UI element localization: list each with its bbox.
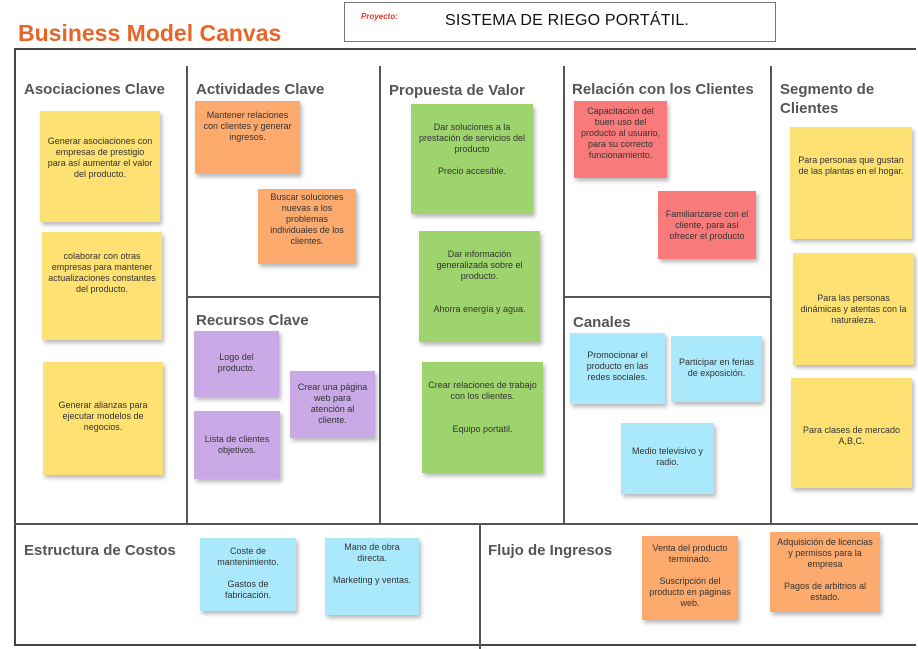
divider: [186, 66, 188, 524]
divider: [564, 296, 771, 298]
project-box: Proyecto: SISTEMA DE RIEGO PORTÁTIL.: [344, 2, 776, 42]
sticky-note: Medio televisivo y radio.: [621, 423, 714, 494]
sticky-note: Generar asociaciones con empresas de pre…: [40, 111, 160, 222]
divider: [14, 523, 918, 525]
section-title-propuesta: Propuesta de Valor: [389, 82, 525, 99]
section-title-relacion: Relación con los Clientes: [572, 81, 754, 98]
sticky-note: Dar información generalizada sobre el pr…: [419, 231, 540, 342]
divider: [479, 524, 481, 649]
sticky-note: Coste de mantenimiento. Gastos de fabric…: [200, 538, 296, 611]
project-label: Proyecto:: [361, 12, 398, 21]
section-title-canales: Canales: [573, 314, 631, 331]
sticky-note: colaborar con otras empresas para manten…: [42, 232, 162, 340]
divider: [379, 66, 381, 524]
sticky-note: Generar alianzas para ejecutar modelos d…: [43, 362, 163, 475]
sticky-note: Para clases de mercado A,B,C.: [791, 378, 912, 488]
sticky-note: Participar en ferias de exposición.: [671, 336, 762, 402]
project-name: SISTEMA DE RIEGO PORTÁTIL.: [445, 12, 690, 29]
sticky-note: Familiarizarse con el cliente, para así …: [658, 191, 756, 259]
sticky-note: Buscar soluciones nuevas a los problemas…: [258, 189, 356, 264]
divider: [187, 296, 380, 298]
sticky-note: Crear relaciones de trabajo con los clie…: [422, 362, 543, 473]
sticky-note: Promocionar el producto en las redes soc…: [570, 333, 665, 404]
sticky-note: Adquisición de licencias y permisos para…: [770, 532, 880, 612]
section-title-segmento: Segmento de Clientes: [780, 81, 875, 117]
sticky-note: Crear una página web para atención al cl…: [290, 371, 375, 438]
sticky-note: Venta del producto terminado. Suscripció…: [642, 536, 738, 620]
sticky-note: Mantener relaciones con clientes y gener…: [195, 101, 300, 174]
sticky-note: Mano de obra directa. Marketing y ventas…: [325, 538, 419, 615]
section-title-recursos: Recursos Clave: [196, 312, 309, 329]
section-title-ingresos: Flujo de Ingresos: [488, 542, 613, 559]
section-title-costos: Estructura de Costos: [24, 542, 176, 559]
sticky-note: Para las personas dinámicas y atentas co…: [793, 253, 914, 365]
divider: [770, 66, 772, 524]
canvas-frame: [14, 48, 916, 646]
sticky-note: Logo del producto.: [194, 331, 279, 397]
section-title-actividades: Actividades Clave: [196, 81, 325, 98]
sticky-note: Lista de clientes objetivos.: [194, 411, 280, 479]
sticky-note: Capacitación del buen uso del producto a…: [574, 101, 667, 178]
sticky-note: Dar soluciones a la prestación de servic…: [411, 104, 533, 214]
section-title-asociaciones: Asociaciones Clave: [24, 81, 165, 98]
page-title: Business Model Canvas: [18, 20, 282, 46]
sticky-note: Para personas que gustan de las plantas …: [790, 127, 912, 239]
divider: [563, 66, 565, 524]
